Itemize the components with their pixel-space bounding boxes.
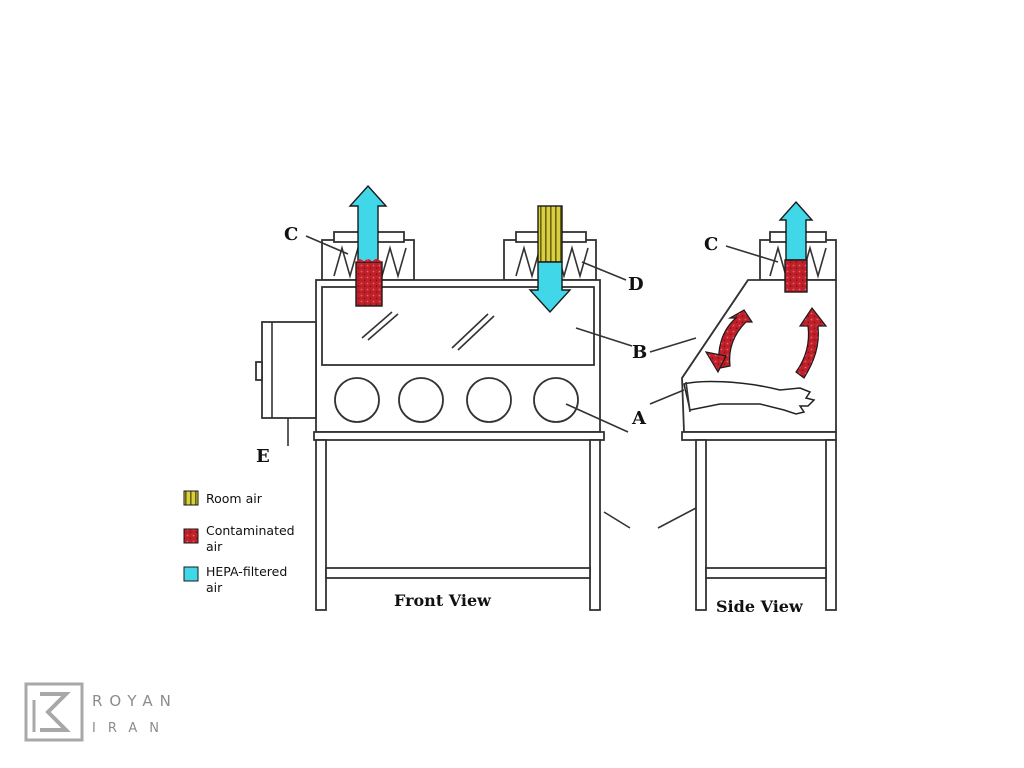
label-b: B xyxy=(632,342,647,363)
label-d: D xyxy=(628,274,644,295)
glove-icon xyxy=(683,380,816,415)
legend-swatch-hepa xyxy=(183,566,199,582)
brand-name: ROYAN xyxy=(92,692,178,710)
leader-lines xyxy=(287,235,779,529)
legend: Room air Contaminated air HEPA-filtered … xyxy=(183,490,295,595)
legend-swatch-contaminated xyxy=(183,528,199,544)
legend-room-air: Room air xyxy=(206,491,263,506)
side-stand xyxy=(695,439,837,611)
front-view-caption: Front View xyxy=(394,591,492,610)
side-arrow-up-icon xyxy=(778,200,814,293)
legend-hepa-2: air xyxy=(206,580,223,595)
arrow-down-icon xyxy=(528,205,572,314)
pass-through-chamber xyxy=(255,321,317,419)
royan-logo-icon xyxy=(24,682,84,742)
side-view xyxy=(681,200,837,611)
glass-reflection xyxy=(361,311,495,351)
brand-country: IRAN xyxy=(92,721,171,736)
front-view xyxy=(255,184,605,611)
glove-ports xyxy=(334,377,579,423)
legend-hepa-1: HEPA-filtered xyxy=(206,564,287,579)
legend-contaminated-2: air xyxy=(206,539,223,554)
side-view-caption: Side View xyxy=(716,597,804,616)
curved-arrow-icon xyxy=(704,306,828,379)
legend-contaminated-1: Contaminated xyxy=(206,523,295,538)
label-c-side: C xyxy=(704,234,718,255)
label-a: A xyxy=(631,408,647,429)
label-e: E xyxy=(256,446,270,467)
label-c-front: C xyxy=(284,224,298,245)
legend-swatch-room-air xyxy=(183,490,199,506)
front-stand xyxy=(315,439,601,611)
arrow-up-icon xyxy=(348,184,388,307)
